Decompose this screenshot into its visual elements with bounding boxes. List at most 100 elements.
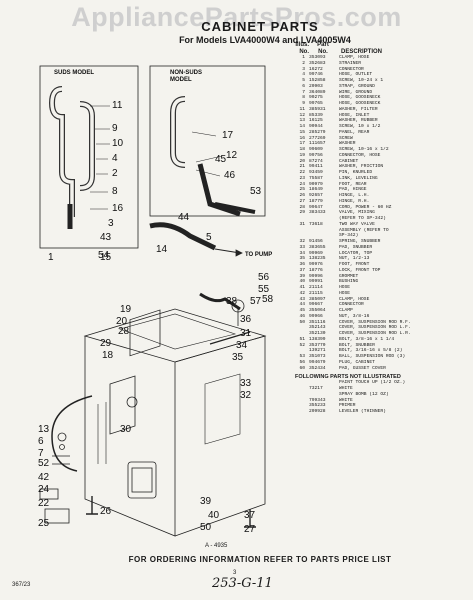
parts-row: SPRAY BOMB (12 OZ) [295, 392, 471, 398]
parts-cell-pn: 385097 [309, 296, 326, 302]
callout-27: 27 [244, 524, 256, 535]
parts-cell-pn: 383433 [309, 210, 326, 216]
parts-cell-no: 33 [299, 244, 305, 250]
parts-cell-no: 15 [299, 129, 305, 135]
parts-cell-pn: 16272 [309, 66, 323, 72]
parts-row: 40 99991 BUSHING [295, 279, 471, 285]
parts-cell-no: 14 [299, 124, 305, 129]
callout-12: 12 [226, 150, 238, 161]
parts-cell-pn: 99609 [309, 147, 323, 152]
parts-row: PAINT TOUCH UP (1/2 OZ.) [295, 380, 471, 386]
parts-cell-pn: 111657 [309, 141, 326, 147]
parts-cell-desc: HOSE, GOOSENECK [339, 101, 381, 106]
parts-cell-desc: COVER, SUSPENSION ROD L.R. [339, 331, 411, 336]
parts-cell-no: 60 [299, 365, 305, 371]
parts-list-header: Illus. Part [295, 42, 471, 49]
callout-43: 43 [100, 232, 112, 243]
parts-cell-desc: LEVELER (THINNER) [339, 409, 386, 414]
callout-24: 24 [38, 484, 50, 495]
parts-cell-no: 25 [299, 187, 305, 193]
parts-cell-pn: 364089 [309, 89, 326, 95]
parts-cell-pn: 352683 [309, 60, 326, 66]
parts-cell-no: 4 [302, 72, 305, 78]
parts-cell-no: 21 [299, 164, 305, 170]
parts-cell-pn: 351116 [309, 319, 326, 325]
parts-cell-pn: 87274 [309, 158, 323, 164]
callout-18: 18 [102, 350, 114, 361]
parts-cell-desc: LOCK, FRONT TOP [339, 267, 381, 273]
callout-40: 40 [208, 510, 220, 521]
parts-cell-pn: 351073 [309, 354, 326, 359]
parts-cell-desc: TWO WAY VALVE [339, 221, 375, 227]
parts-cell-desc: SPRING, SNUBBER [339, 239, 381, 244]
callout-50: 50 [200, 522, 212, 533]
parts-cell-no: 23 [299, 175, 305, 181]
parts-cell-desc: CORD, POWER - 60 HZ [339, 204, 392, 210]
parts-cell-no: 56 [299, 359, 305, 365]
parts-cell-no: 16 [299, 135, 305, 141]
non-suds-model-panel [149, 65, 266, 217]
parts-cell-desc: LINK, LEVELING [339, 175, 378, 181]
parts-cell-desc: STRAP, GROUND [339, 83, 375, 89]
parts-cell-pn: 99765 [309, 101, 323, 106]
parts-cell-desc: WHITE [339, 386, 353, 391]
parts-cell-desc: WIRE, GROUND [339, 89, 373, 95]
parts-cell-desc: PAD, GUSSET COVER [339, 365, 386, 371]
parts-cell-pn: 18649 [309, 187, 323, 193]
parts-cell-no: 24 [299, 181, 305, 187]
callout-32: 32 [240, 390, 252, 401]
parts-cell-no: 6 [302, 83, 305, 89]
parts-cell-desc: PRIMER [339, 403, 356, 409]
callout-25: 25 [38, 518, 50, 529]
callout-53: 53 [250, 186, 262, 197]
parts-cell-no: 34 [299, 250, 305, 256]
parts-cell-no: 3 [302, 66, 305, 72]
header-no: No. [299, 48, 309, 55]
parts-cell-desc: BOLT, 3/16-16 x 5/8 (2) [339, 348, 403, 354]
parts-cell-pn: 21115 [309, 290, 323, 296]
document-code: 367/23 [12, 582, 31, 588]
parts-row: (REFER TO SP-342) [295, 216, 471, 222]
parts-cell-no: 32 [299, 239, 305, 244]
parts-cell-no: 5 [302, 78, 305, 83]
callout-54: 54 [98, 250, 110, 261]
parts-cell-no: 12 [299, 112, 305, 118]
header-illus: Illus. [295, 42, 309, 48]
parts-cell-pn: 85339 [309, 112, 323, 118]
parts-cell-desc: CONNECTOR, HOSE [339, 152, 381, 158]
parts-cell-pn: 99411 [309, 164, 323, 170]
parts-cell-pn: 18776 [309, 267, 323, 273]
parts-cell-no: 52 [299, 342, 305, 348]
parts-cell-pn: 99991 [309, 279, 323, 285]
page-subtitle: For Models LVA4000W4 and LVA4005W4 [179, 35, 351, 45]
callout-46: 46 [224, 170, 236, 181]
parts-cell-no: 40 [299, 279, 305, 285]
callout-42: 42 [38, 472, 50, 483]
parts-cell-desc: COVER, SUSPENSION ROD R.F. [339, 319, 411, 325]
parts-cell-desc: BUSHING [339, 279, 359, 285]
parts-cell-pn: 385931 [309, 106, 326, 112]
parts-cell-pn: 90979 [309, 181, 323, 187]
callout-38: 38 [226, 296, 238, 307]
parts-cell-desc: HINGE, L.H. [339, 193, 370, 198]
callout-20: 20 [116, 316, 128, 327]
